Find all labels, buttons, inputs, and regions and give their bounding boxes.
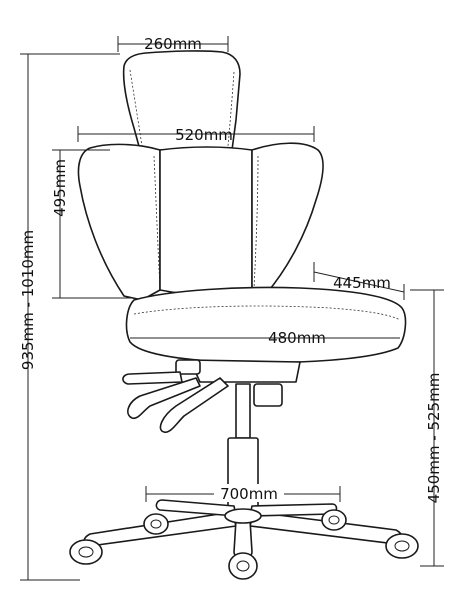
- backrest-right-wing: [251, 142, 324, 295]
- mechanism-block: [175, 359, 201, 375]
- label-base-diameter: 700mm: [220, 485, 278, 503]
- castor-right-back: [321, 509, 347, 531]
- lever-middle: [127, 377, 201, 420]
- gas-lift-upper: [235, 383, 251, 439]
- backrest-center: [159, 146, 253, 296]
- chair-drawing: [69, 50, 419, 580]
- label-seat-height: 450mm - 525mm: [425, 373, 443, 504]
- tension-knob: [253, 383, 283, 407]
- castor-right-front: [385, 533, 419, 559]
- castor-left-back: [143, 513, 169, 535]
- castor-front: [228, 552, 258, 580]
- lever-upper: [122, 371, 183, 385]
- dim-back-height: 495mm: [51, 149, 132, 299]
- label-seat-width: 480mm: [268, 329, 326, 347]
- seat-cushion: [125, 286, 407, 364]
- dim-base-diameter: 700mm: [145, 484, 341, 503]
- label-back-height: 495mm: [51, 159, 69, 217]
- dim-headrest-width: 260mm: [117, 35, 229, 53]
- dim-back-width: 520mm: [77, 126, 315, 144]
- seat-mechanism: [189, 359, 301, 383]
- base-arm-left-back: [155, 499, 237, 517]
- gas-lift-cylinder: [227, 437, 259, 517]
- dim-seat-depth: 445mm: [313, 262, 405, 300]
- dim-overall-height: 935mm - 1010mm: [19, 53, 120, 581]
- castor-left-front: [69, 539, 103, 565]
- label-headrest-width: 260mm: [144, 35, 202, 53]
- lever-lower: [159, 377, 229, 434]
- label-back-width: 520mm: [175, 126, 233, 144]
- backrest-left-wing: [77, 143, 161, 301]
- label-overall-height: 935mm - 1010mm: [19, 230, 37, 370]
- dim-seat-width: 480mm: [130, 329, 400, 347]
- headrest: [122, 50, 241, 151]
- label-seat-depth: 445mm: [333, 274, 391, 292]
- base-hub: [224, 508, 262, 524]
- dim-seat-height: 450mm - 525mm: [410, 289, 444, 567]
